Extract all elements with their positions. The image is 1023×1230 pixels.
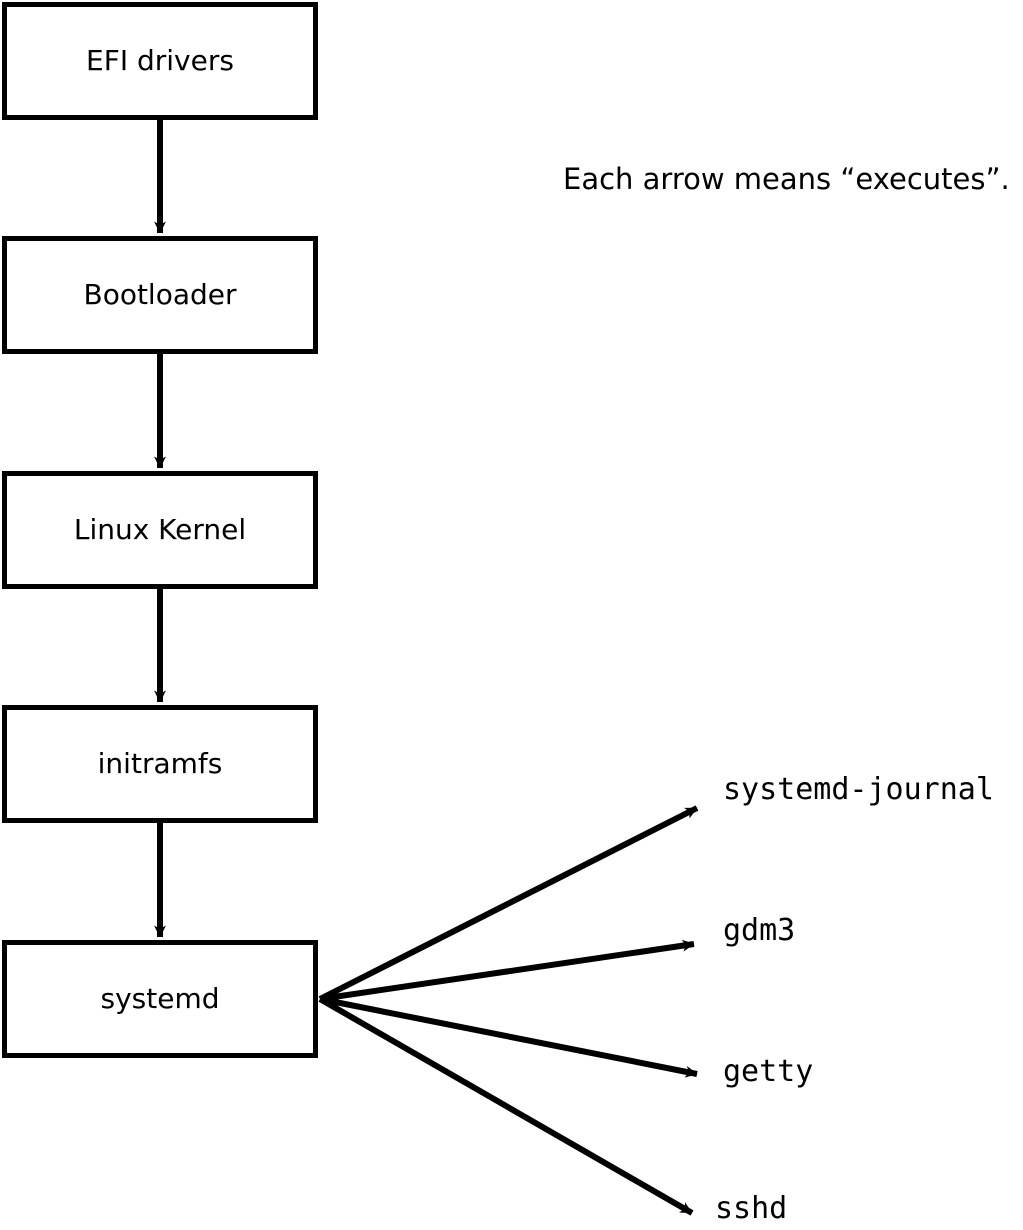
arrow-systemd-to-gdm3 (319, 939, 695, 1002)
node-linux-kernel[interactable]: Linux Kernel (2, 471, 318, 589)
node-label-efi-drivers: EFI drivers (86, 44, 234, 77)
fanout-arrow-group (318, 805, 699, 1216)
leaf-node-sshd[interactable]: sshd (715, 1191, 788, 1226)
node-label-bootloader: Bootloader (83, 278, 237, 311)
node-label-systemd: systemd (100, 982, 220, 1015)
leaf-node-systemd-journal[interactable]: systemd-journal (723, 772, 994, 807)
leaf-node-gdm3[interactable]: gdm3 (723, 913, 796, 948)
arrow-systemd-to-getty (319, 996, 698, 1078)
node-label-initramfs: initramfs (97, 747, 223, 780)
leaf-node-getty[interactable]: getty (723, 1054, 814, 1089)
node-bootloader[interactable]: Bootloader (2, 236, 318, 354)
node-efi-drivers[interactable]: EFI drivers (2, 2, 318, 120)
arrow-systemd-to-systemd-journal (318, 805, 699, 1002)
node-systemd[interactable]: systemd (2, 940, 318, 1058)
legend-arrow-meaning: Each arrow means “executes”. (563, 162, 1010, 196)
arrow-systemd-to-sshd (318, 996, 694, 1216)
node-initramfs[interactable]: initramfs (2, 705, 318, 823)
node-label-linux-kernel: Linux Kernel (73, 513, 247, 546)
